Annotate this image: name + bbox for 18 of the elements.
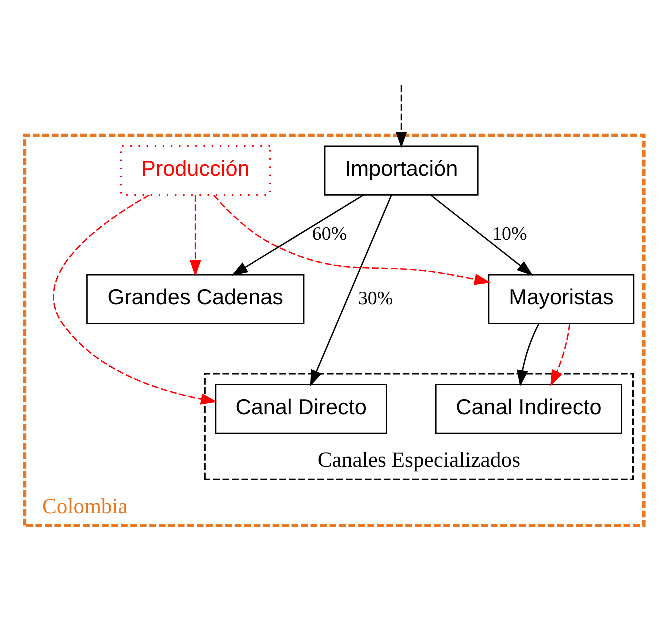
arrow [53,194,218,404]
node-box: Producción [120,144,272,196]
arrow [550,323,570,386]
arrow [517,323,540,386]
edge-label: 30% [358,288,394,309]
arrow [232,194,364,276]
node-box: Canal Directo [215,384,388,434]
arrow [310,194,392,386]
node-box: Importación [324,145,479,196]
arrow [190,194,202,276]
node-box: Canal Indirecto [435,384,622,434]
arrow [396,84,408,148]
edge-label: 10% [492,224,528,245]
node-box: Mayoristas [488,274,635,324]
edge-label: 60% [312,224,348,245]
node-box: Grandes Cadenas [86,274,305,324]
arrow [430,194,534,276]
arrow [214,194,491,285]
